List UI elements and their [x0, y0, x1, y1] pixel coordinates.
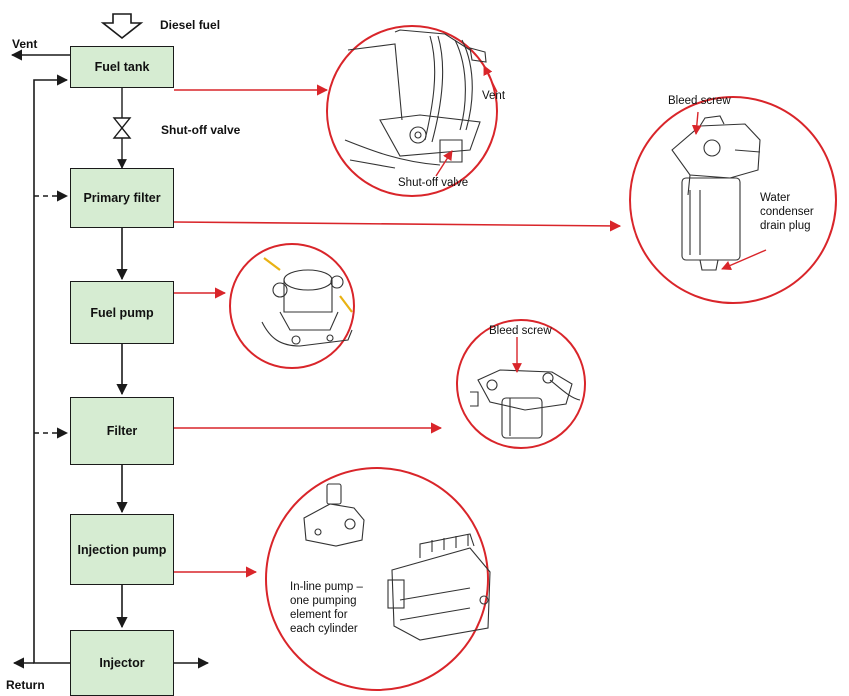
valve-pointer-arrow [435, 150, 453, 177]
box-injector: Injector [70, 630, 174, 696]
box-primary-filter: Primary filter [70, 168, 174, 228]
return-label: Return [6, 678, 45, 692]
diesel-fuel-inlet-arrow [100, 13, 144, 40]
injection-pump-detail-circle [265, 467, 491, 691]
box-fuel-tank: Fuel tank [70, 46, 174, 88]
fuel-tank-detail-circle [326, 25, 498, 197]
injection-pump-note-line3: element for [290, 609, 348, 621]
filter-detail-circle [456, 319, 586, 449]
bleed-screw-pointer-arrow [691, 111, 702, 135]
primary-drain-line2: condenser [760, 206, 814, 218]
shut-off-valve-label: Shut-off valve [161, 123, 241, 137]
red-arrow-primary-filter [173, 220, 622, 232]
fuel-pump-detail-circle [229, 243, 355, 369]
diesel-fuel-label: Diesel fuel [160, 18, 221, 32]
primary-drain-line3: drain plug [760, 220, 811, 232]
primary-drain-line1: Water [760, 192, 791, 204]
filter-bleed-screw-callout: Bleed screw [489, 325, 552, 337]
tank-vent-callout: Vent [482, 90, 506, 102]
injection-pump-note-line2: one pumping [290, 595, 357, 607]
primary-filter-detail-circle [629, 96, 837, 304]
primary-bleed-screw-callout: Bleed screw [668, 95, 731, 107]
box-injection-pump: Injection pump [70, 514, 174, 585]
injection-pump-note-line1: In-line pump – [290, 581, 363, 593]
injection-pump-note-line4: each cylinder [290, 623, 358, 635]
box-fuel-pump: Fuel pump [70, 281, 174, 344]
shut-off-valve-symbol [112, 88, 132, 169]
box-filter: Filter [70, 397, 174, 465]
return-line [33, 74, 70, 664]
drain-plug-pointer-arrow [721, 249, 767, 271]
tank-shut-off-valve-callout: Shut-off valve [398, 177, 469, 189]
vent-pointer-arrow [483, 65, 498, 93]
vent-label: Vent [12, 37, 38, 51]
